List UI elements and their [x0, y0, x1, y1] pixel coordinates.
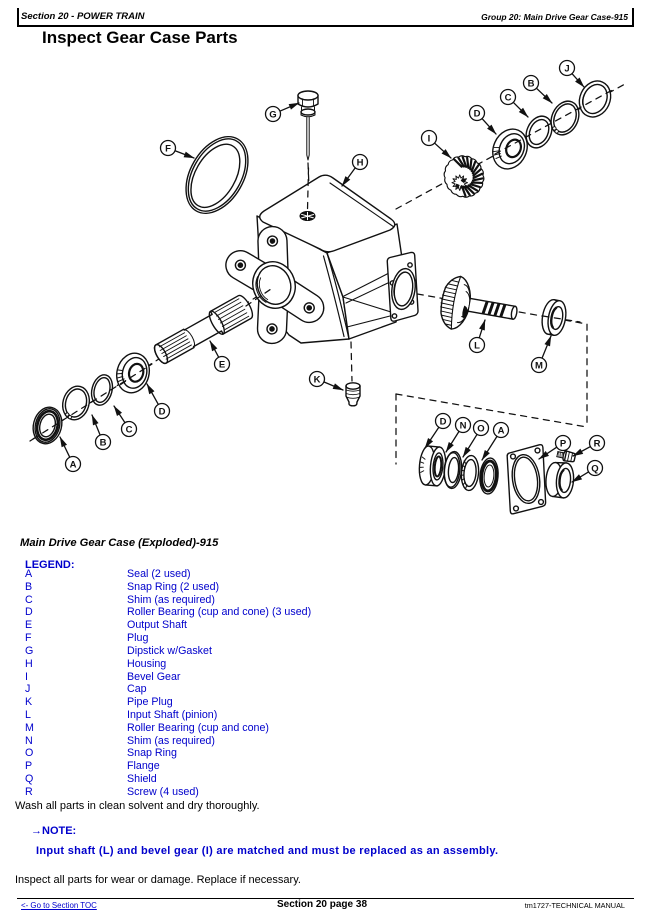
svg-text:C: C [126, 424, 133, 435]
svg-text:J: J [564, 63, 569, 74]
svg-text:K: K [314, 374, 321, 385]
svg-text:H: H [357, 157, 364, 168]
svg-text:D: D [159, 406, 166, 417]
svg-text:B: B [100, 437, 107, 448]
svg-text:I: I [428, 133, 431, 144]
svg-text:E: E [219, 359, 225, 370]
svg-text:A: A [70, 459, 77, 470]
svg-text:L: L [474, 340, 480, 351]
svg-text:P: P [560, 438, 567, 449]
svg-text:O: O [477, 423, 484, 434]
svg-text:F: F [165, 143, 171, 154]
svg-text:R: R [594, 438, 601, 449]
svg-text:Q: Q [591, 463, 598, 474]
svg-text:B: B [528, 78, 535, 89]
svg-text:D: D [474, 108, 481, 119]
svg-text:M: M [535, 360, 543, 371]
svg-text:A: A [498, 425, 505, 436]
svg-text:D: D [440, 416, 447, 427]
svg-text:G: G [269, 109, 276, 120]
svg-text:N: N [460, 420, 467, 431]
svg-text:C: C [505, 92, 512, 103]
